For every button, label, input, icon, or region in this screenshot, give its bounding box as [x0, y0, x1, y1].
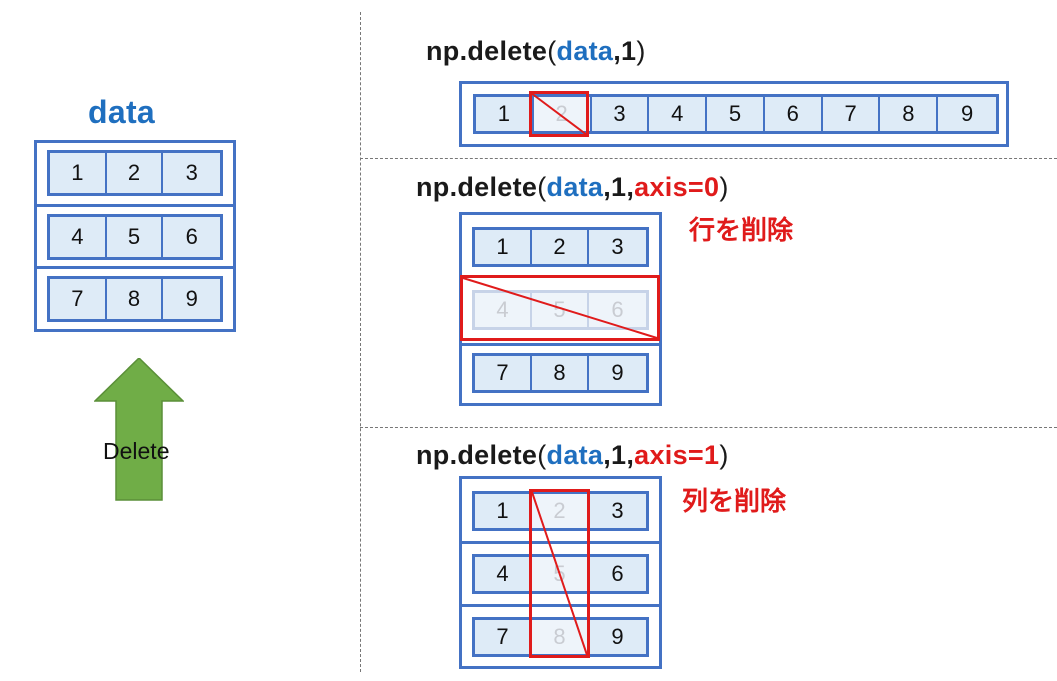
- deleted-cell: 8: [532, 620, 590, 654]
- delete-highlight-box: [529, 91, 589, 137]
- flat-array: 1 2 3 4 5 6 7 8 9: [459, 81, 1009, 147]
- cell: 4: [475, 557, 533, 591]
- data-row-3: 7 8 9: [47, 276, 223, 322]
- vertical-divider: [360, 12, 361, 672]
- cell: 8: [880, 97, 939, 131]
- axis0-row-3: 7 8 9: [472, 353, 649, 393]
- cell: 2: [107, 153, 164, 193]
- deleted-cell: 2: [533, 97, 592, 131]
- cell: 5: [707, 97, 765, 131]
- data-label: data: [88, 94, 155, 130]
- cell: 4: [50, 217, 107, 257]
- deleted-cell: 5: [532, 293, 590, 327]
- cell: 9: [961, 101, 974, 126]
- flat-row: 1 2 3 4 5 6 7 8 9: [473, 94, 999, 134]
- cell: 6: [611, 561, 624, 586]
- row-delete-highlight-box: [460, 275, 660, 341]
- deleted-cell: 4: [475, 293, 533, 327]
- cell: 3: [611, 234, 624, 259]
- strike-line: [530, 92, 588, 136]
- column-delete-highlight-box: [529, 489, 590, 658]
- cell: 1: [475, 494, 533, 528]
- cell: 6: [185, 224, 198, 249]
- data-array: 1 2 3 4 5 6 7 8 9: [34, 140, 236, 332]
- axis0-caption: 行を削除: [689, 215, 794, 245]
- cell: 7: [50, 279, 107, 319]
- horizontal-divider-1: [360, 158, 1057, 159]
- cell: 1: [475, 230, 533, 264]
- cell: 7: [475, 620, 533, 654]
- cell: 6: [765, 97, 823, 131]
- cell: 3: [185, 160, 198, 185]
- cell: 5: [107, 217, 164, 257]
- axis1-title: np.delete(data,1,axis=1): [416, 440, 729, 470]
- cell: 8: [107, 279, 164, 319]
- deleted-cell: 6: [611, 297, 624, 322]
- axis1-row-1: 1 2 3: [472, 491, 649, 531]
- cell: 9: [185, 286, 198, 311]
- data-row-2: 4 5 6: [47, 214, 223, 260]
- cell: 9: [611, 360, 624, 385]
- data-row-1: 1 2 3: [47, 150, 223, 196]
- cell: 8: [532, 356, 590, 390]
- flat-title: np.delete(data,1): [426, 36, 646, 66]
- cell: 1: [476, 97, 534, 131]
- cell: 1: [50, 153, 107, 193]
- axis0-row-1: 1 2 3: [472, 227, 649, 267]
- axis1-caption: 列を削除: [682, 486, 787, 516]
- horizontal-divider-2: [360, 427, 1057, 428]
- column-strike-line: [531, 491, 588, 656]
- cell: 4: [649, 97, 708, 131]
- cell: 3: [592, 97, 650, 131]
- axis0-title: np.delete(data,1,axis=0): [416, 172, 729, 202]
- delete-label: Delete: [103, 438, 170, 464]
- axis1-array: 1 2 3 4 5 6 7 8 9: [459, 476, 662, 669]
- cell: 2: [532, 230, 590, 264]
- up-arrow-icon: [94, 358, 184, 501]
- row-strike-line: [462, 277, 658, 339]
- cell: 7: [823, 97, 881, 131]
- cell: 9: [611, 624, 624, 649]
- cell: 7: [475, 356, 533, 390]
- cell: 3: [611, 498, 624, 523]
- axis0-deleted-row: 4 5 6: [472, 290, 649, 330]
